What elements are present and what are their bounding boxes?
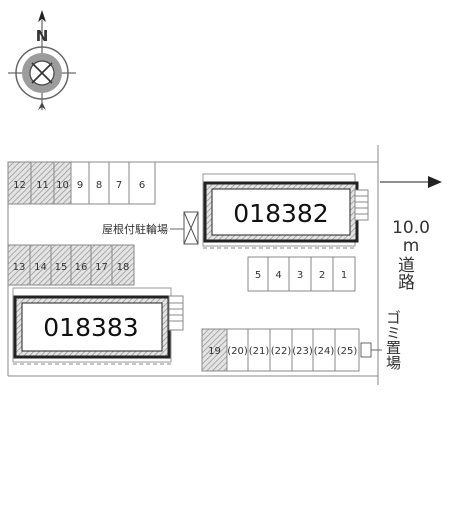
slot-number: 15 [55,262,68,273]
building-018382: 018382 [202,173,369,249]
parking-slot: 6 [128,161,156,205]
road-name: 道路 [394,256,415,290]
parking-row-top-left: 12 11 10 9 8 7 6 [7,161,156,205]
compass-rose-icon [8,10,76,110]
slot-number: 14 [34,262,47,273]
building-id-label: 018383 [43,313,138,342]
slot-number: 7 [116,180,122,191]
slot-number: 19 [208,346,221,357]
slot-number: 1 [341,270,347,281]
parking-slot: (24) [312,328,336,372]
parking-slot: 1 [332,256,356,292]
garbage-label: ゴミ置場 [384,310,402,370]
building-018383: 018383 [12,287,184,365]
slot-number: 13 [13,262,26,273]
parking-slot: (23) [291,328,314,372]
slot-number: 10 [56,180,69,191]
road-width: 10.0 [392,218,430,238]
slot-number: (22) [271,346,292,357]
parking-slot: (20) [226,328,249,372]
parking-slot: 3 [288,256,312,292]
crossed-box-icon [183,211,199,245]
parking-slot: 10 [53,161,72,205]
slot-number: (25) [337,346,358,357]
slot-number: 6 [139,180,145,191]
slot-number: 4 [275,270,281,281]
parking-slot: 5 [247,256,269,292]
slot-number: 3 [297,270,303,281]
parking-slot: 13 [7,244,31,286]
parking-slot: 14 [29,244,52,286]
bike-parking-label: 屋根付駐輪場 [102,222,168,236]
slot-number: (23) [292,346,313,357]
slot-number: 16 [75,262,88,273]
parking-slot: 19 [201,328,228,372]
slot-number: 8 [96,180,102,191]
road-unit: m [403,236,420,256]
arrow-right-icon [428,176,442,188]
parking-slot: 16 [70,244,92,286]
parking-slot: (22) [269,328,293,372]
parking-slot: 2 [310,256,334,292]
stairs [354,189,369,221]
parking-slot: 4 [267,256,290,292]
slot-number: 11 [36,180,49,191]
compass: N [8,10,76,110]
slot-number: (20) [227,346,248,357]
parking-slot: 12 [7,161,32,205]
building-id-label: 018382 [233,199,328,228]
slot-number: 5 [255,270,261,281]
parking-slot: 17 [90,244,113,286]
stairs [168,295,184,331]
parking-slot: 7 [108,161,130,205]
parking-row-center: 5 4 3 2 1 [247,256,356,292]
road: 10.0 m 道路 [380,176,442,290]
parking-slot: (25) [334,328,360,372]
parking-slot: (21) [247,328,271,372]
slot-number: 12 [13,180,26,191]
parking-slot: 9 [70,161,90,205]
parking-row-bottom-right: 19 (20) (21) (22) (23) (24) (25) [201,328,360,372]
parking-slot: 15 [50,244,72,286]
slot-number: (24) [314,346,335,357]
slot-number: 2 [319,270,325,281]
bike-parking: 屋根付駐輪場 [102,211,199,245]
parking-slot: 11 [30,161,55,205]
slot-number: 17 [95,262,108,273]
north-label: N [36,27,49,45]
parking-slot: 18 [111,244,135,286]
parking-row-middle-left: 13 14 15 16 17 18 [7,244,135,286]
parking-slot: 8 [88,161,110,205]
slot-number: 9 [77,180,83,191]
slot-number: 18 [117,262,130,273]
garbage-area: ゴミ置場 [360,310,402,370]
slot-number: (21) [249,346,270,357]
